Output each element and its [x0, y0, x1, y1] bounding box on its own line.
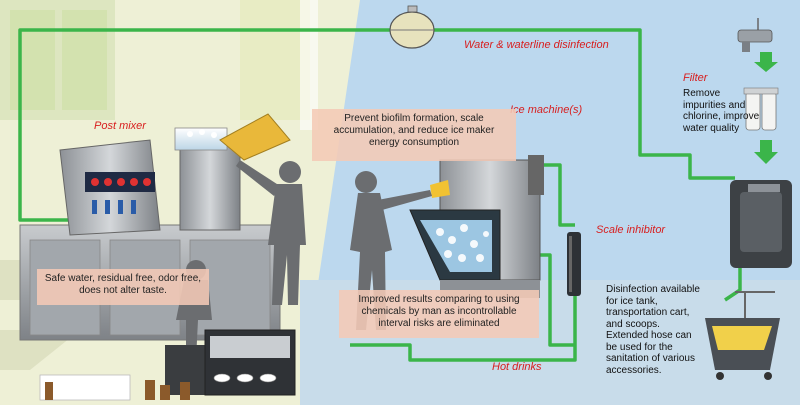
filter-cartridge-icon	[743, 87, 779, 164]
scale-inhibitor-cylinder-icon	[567, 232, 581, 296]
window-post	[240, 0, 310, 120]
post-mixer-illustration	[19, 113, 291, 341]
note-disinfection: Disinfection available for ice tank, tra…	[606, 284, 700, 376]
label-ice-machines: Ice machine(s)	[510, 104, 583, 116]
person-silhouette-man	[236, 160, 306, 305]
label-filter: Filter	[683, 72, 708, 84]
faucet-icon	[737, 18, 778, 72]
water-generator-icon	[730, 180, 792, 268]
note-filter: Remove impurities and chlorine, improve …	[683, 88, 760, 134]
hot-drinks-illustration	[39, 329, 296, 401]
ice-cart-icon	[705, 291, 780, 380]
info-box-biofilm: Prevent biofilm formation, scale accumul…	[312, 109, 516, 161]
info-box-safe-water: Safe water, residual free, odor free, do…	[37, 269, 209, 305]
info-box-improved-results: Improved results comparing to using chem…	[339, 290, 539, 338]
label-hot-drinks: Hot drinks	[492, 361, 542, 373]
water-pipes	[18, 28, 742, 362]
label-scale-inhibitor: Scale inhibitor	[596, 224, 666, 236]
label-water-disinfection: Water & waterline disinfection	[464, 39, 609, 51]
label-post-mixer: Post mixer	[94, 120, 146, 132]
tank-icon	[389, 5, 435, 49]
